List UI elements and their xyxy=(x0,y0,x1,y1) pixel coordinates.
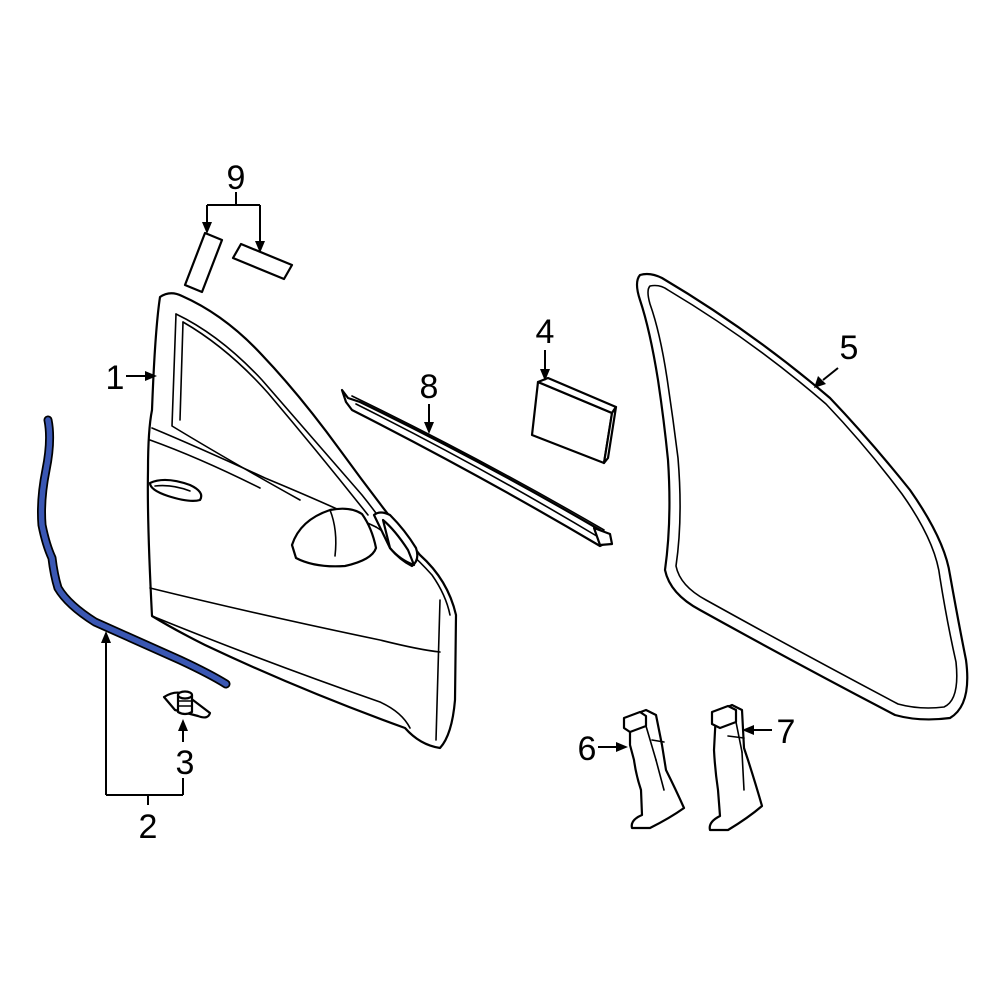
leader-4 xyxy=(540,350,550,381)
part-6-bracket[interactable] xyxy=(622,708,686,830)
callout-3: 3 xyxy=(176,744,195,782)
part-7-bracket[interactable] xyxy=(708,703,764,832)
leader-3 xyxy=(178,719,188,742)
weatherstrip-highlight xyxy=(38,417,229,687)
leader-2 xyxy=(101,631,184,805)
part-8-belt-molding[interactable] xyxy=(340,388,614,548)
callout-6: 6 xyxy=(578,730,597,768)
callout-9: 9 xyxy=(227,159,246,197)
callout-1: 1 xyxy=(106,359,125,397)
leader-5 xyxy=(814,367,839,388)
leader-6 xyxy=(598,742,628,752)
leader-8 xyxy=(424,404,434,434)
part-2-weatherstrip[interactable] xyxy=(37,415,231,689)
callout-4: 4 xyxy=(536,313,555,351)
part-9-tapes[interactable] xyxy=(183,231,294,294)
part-3-clip[interactable] xyxy=(162,690,212,719)
part-5-door-seal[interactable] xyxy=(635,272,969,721)
callout-5: 5 xyxy=(840,329,859,367)
callout-2: 2 xyxy=(139,808,158,846)
callout-8: 8 xyxy=(420,368,439,406)
part-4-pad[interactable] xyxy=(530,376,618,465)
leader-7 xyxy=(742,725,772,735)
leader-9 xyxy=(202,192,265,253)
callout-7: 7 xyxy=(777,713,796,751)
leader-1 xyxy=(126,371,157,381)
part-1-door-shell[interactable] xyxy=(146,292,458,750)
